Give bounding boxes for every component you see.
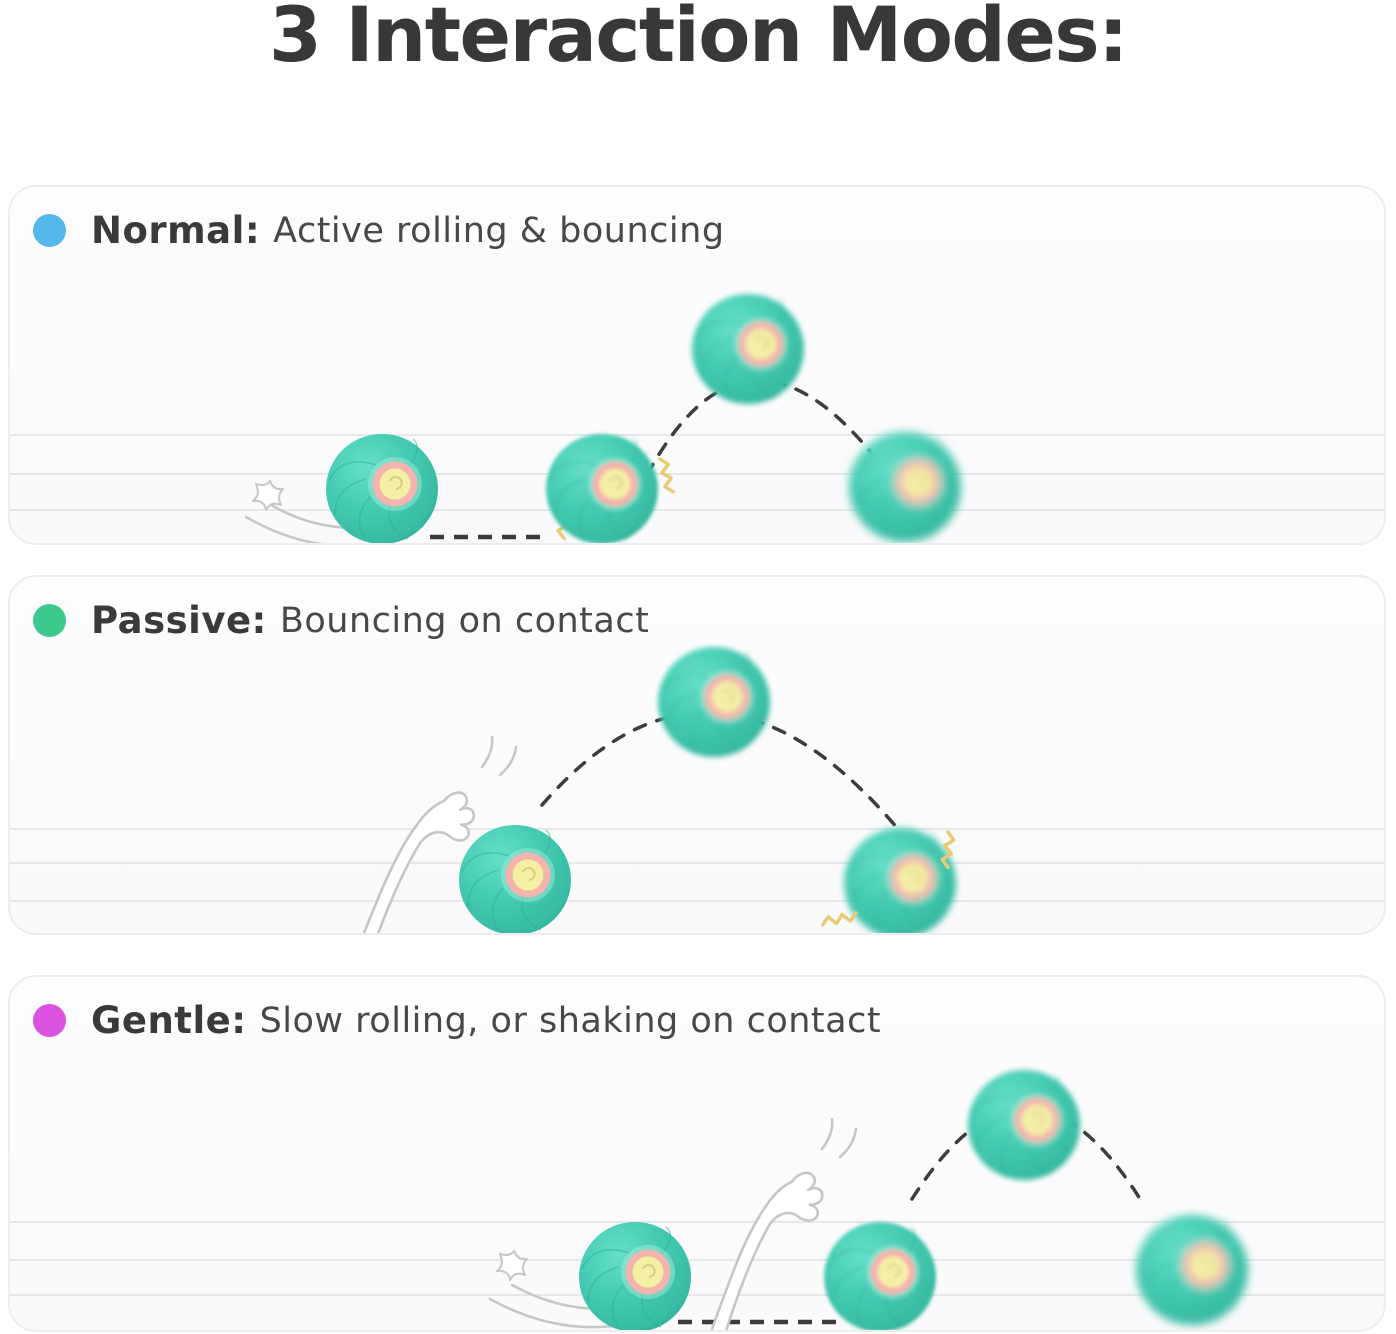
impact-squiggle-icon [657,455,676,496]
floor-lines [10,434,1384,511]
floor-lines [10,828,1384,902]
ball-icon [657,646,771,758]
illustration-passive [10,646,1384,933]
ball-icon [545,433,659,543]
mode-description: Slow rolling, or shaking on contact [259,1000,882,1041]
motion-lines-icon [480,735,518,777]
impact-squiggle-icon [819,910,859,928]
sparkle-icon [251,479,285,512]
mode-description: Bouncing on contact [279,600,650,641]
ball-icon [843,827,957,933]
motion-lines-icon [820,1117,858,1159]
mode-description: Active rolling & bouncing [273,210,725,251]
ball-icon [1135,1214,1249,1326]
mode-label: Normal: [91,209,261,252]
paw-icon [356,776,481,933]
ball-icon [848,431,962,543]
mode-label: Passive: [91,599,267,642]
mode-panel-normal: Normal: Active rolling & bouncing [8,185,1386,545]
ball-icon [578,1221,692,1330]
mode-label: Gentle: [91,999,247,1042]
page-title: 3 Interaction Modes: [269,0,1129,79]
paw-icon [709,1158,829,1330]
mode-panel-gentle: Gentle: Slow rolling, or shaking on cont… [8,975,1386,1332]
ball-icon [325,433,439,543]
ball-icon [967,1069,1081,1181]
mode-dot-normal [33,214,66,247]
ball-icon [691,293,805,405]
mode-header-gentle: Gentle: Slow rolling, or shaking on cont… [33,999,881,1042]
ball-icon [458,824,572,933]
sparkle-icon [495,1249,529,1282]
mode-header-passive: Passive: Bouncing on contact [33,599,649,642]
mode-dot-gentle [33,1004,66,1037]
ball-icon [823,1221,937,1330]
mode-dot-passive [33,604,66,637]
mode-panel-passive: Passive: Bouncing on contact [8,575,1386,935]
illustration-gentle [10,1069,1384,1330]
illustration-normal [10,293,1384,543]
mode-header-normal: Normal: Active rolling & bouncing [33,209,725,252]
